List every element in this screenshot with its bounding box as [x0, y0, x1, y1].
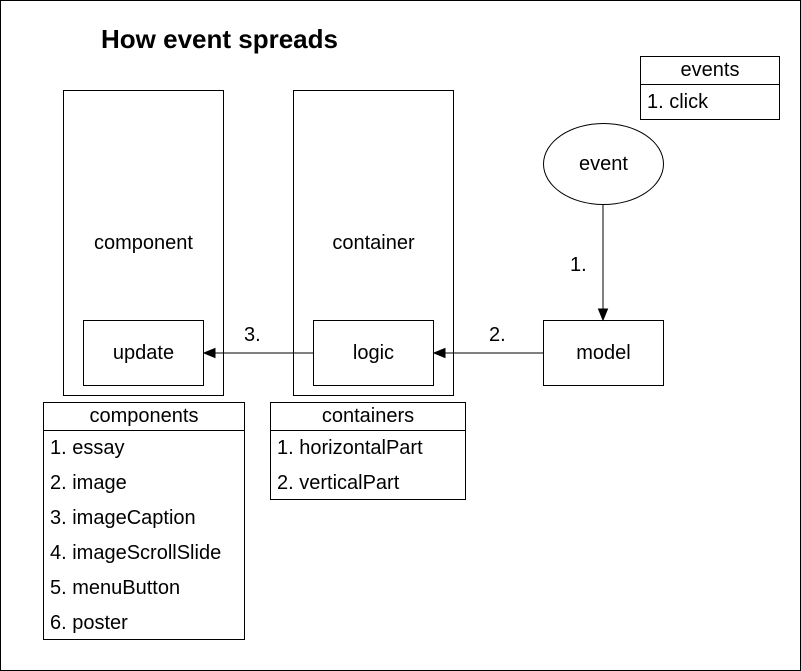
events-list: events 1. click: [640, 56, 780, 120]
event-ellipse: event: [543, 123, 664, 205]
model-box: model: [543, 320, 664, 386]
list-item: 1. horizontalPart: [277, 437, 423, 459]
step-2-label: 2.: [489, 324, 506, 346]
list-item: 5. menuButton: [50, 577, 181, 599]
containers-list-header: containers: [271, 403, 465, 431]
list-item: 2. image: [50, 472, 127, 494]
step-1-label: 1.: [570, 254, 587, 276]
arrow-model-to-logic-head: [432, 347, 446, 359]
step-3-label: 3.: [244, 324, 261, 346]
containers-list: containers 1. horizontalPart 2. vertical…: [270, 402, 466, 500]
container-label: container: [332, 232, 415, 254]
diagram-title: How event spreads: [101, 24, 338, 54]
components-list: components 1. essay 2. image 3. imageCap…: [43, 402, 245, 640]
update-box: update: [83, 320, 204, 386]
components-list-header: components: [44, 403, 244, 431]
list-item: 1. essay: [50, 437, 125, 459]
component-label: component: [94, 232, 193, 254]
events-list-header: events: [641, 57, 779, 85]
list-item: 2. verticalPart: [277, 472, 400, 494]
list-item: 1. click: [647, 91, 709, 113]
arrow-event-to-model-head: [597, 308, 609, 322]
arrow-logic-to-update-head: [202, 347, 216, 359]
list-item: 3. imageCaption: [50, 507, 196, 529]
list-item: 4. imageScrollSlide: [50, 542, 222, 564]
list-item: 6. poster: [50, 612, 128, 634]
